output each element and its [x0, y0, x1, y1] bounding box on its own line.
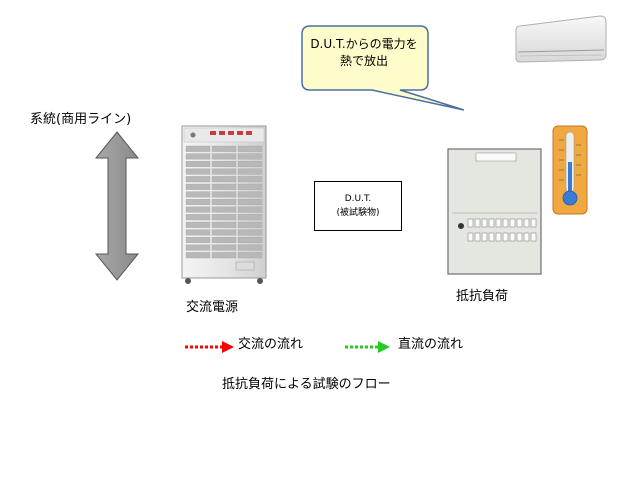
grid-double-arrow [94, 131, 140, 281]
resistive-load-panel-image [447, 148, 542, 275]
legend-ac-label: 交流の流れ [238, 337, 304, 352]
resistive-load-label: 抵抗負荷 [456, 289, 509, 304]
air-conditioner-icon [515, 15, 607, 63]
dut-label: D.U.T. [344, 194, 372, 204]
dut-box: D.U.T. (被試験物) [314, 181, 402, 231]
legend-dc-arrow [345, 341, 390, 353]
ac-power-source-image [181, 125, 267, 284]
diagram-caption: 抵抗負荷による試験のフロー [222, 377, 391, 392]
callout-text: D.U.T.からの電力を熱で放出 [310, 37, 418, 68]
grid-label: 系統(商用ライン) [30, 112, 132, 127]
thermometer-icon [552, 125, 588, 215]
dut-sublabel: (被試験物) [336, 208, 380, 218]
ac-power-source-label: 交流電源 [186, 300, 239, 315]
callout-bubble [301, 25, 465, 111]
legend-dc-label: 直流の流れ [398, 337, 464, 352]
legend-ac-arrow [185, 341, 234, 353]
